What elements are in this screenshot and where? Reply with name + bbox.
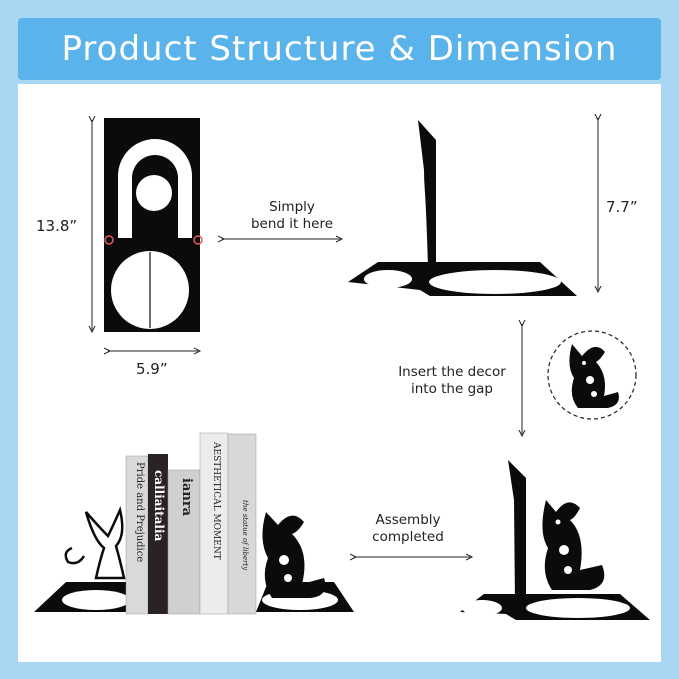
book-spine-1: Pride and Prejudice	[134, 462, 145, 563]
bend-label-line-2: bend it here	[250, 216, 334, 232]
assembly-label-line-2: completed	[372, 529, 444, 545]
width-dimension: 5.9”	[136, 360, 168, 378]
assembled-bookend	[460, 460, 650, 620]
decor-piece	[547, 330, 637, 420]
book-spine-2: calliaitalia	[152, 470, 166, 542]
bookshelf-scene	[34, 432, 354, 615]
book-spine-5: the statue of liberty	[241, 500, 249, 571]
side-dimension-lines	[354, 118, 598, 557]
insert-label: Insert the decor into the gap	[390, 364, 514, 398]
book-spine-3: ianra	[179, 478, 194, 517]
bend-label: Simply bend it here	[242, 199, 342, 233]
side-height-dimension: 7.7”	[606, 198, 638, 216]
bent-bookend	[348, 120, 577, 296]
template-dimension-lines	[92, 120, 340, 351]
flat-template	[104, 118, 203, 332]
insert-label-line-2: into the gap	[410, 381, 493, 397]
assembly-label-line-1: Assembly	[375, 512, 441, 528]
height-dimension: 13.8”	[36, 217, 78, 235]
book-spine-4: AESTHETICAL MOMENT	[211, 442, 221, 560]
assembly-label: Assembly completed	[360, 512, 456, 546]
bend-label-line-1: Simply	[269, 199, 315, 215]
insert-label-line-1: Insert the decor	[398, 364, 506, 380]
page-title: Product Structure & Dimension	[61, 29, 618, 69]
title-banner: Product Structure & Dimension	[18, 18, 661, 80]
